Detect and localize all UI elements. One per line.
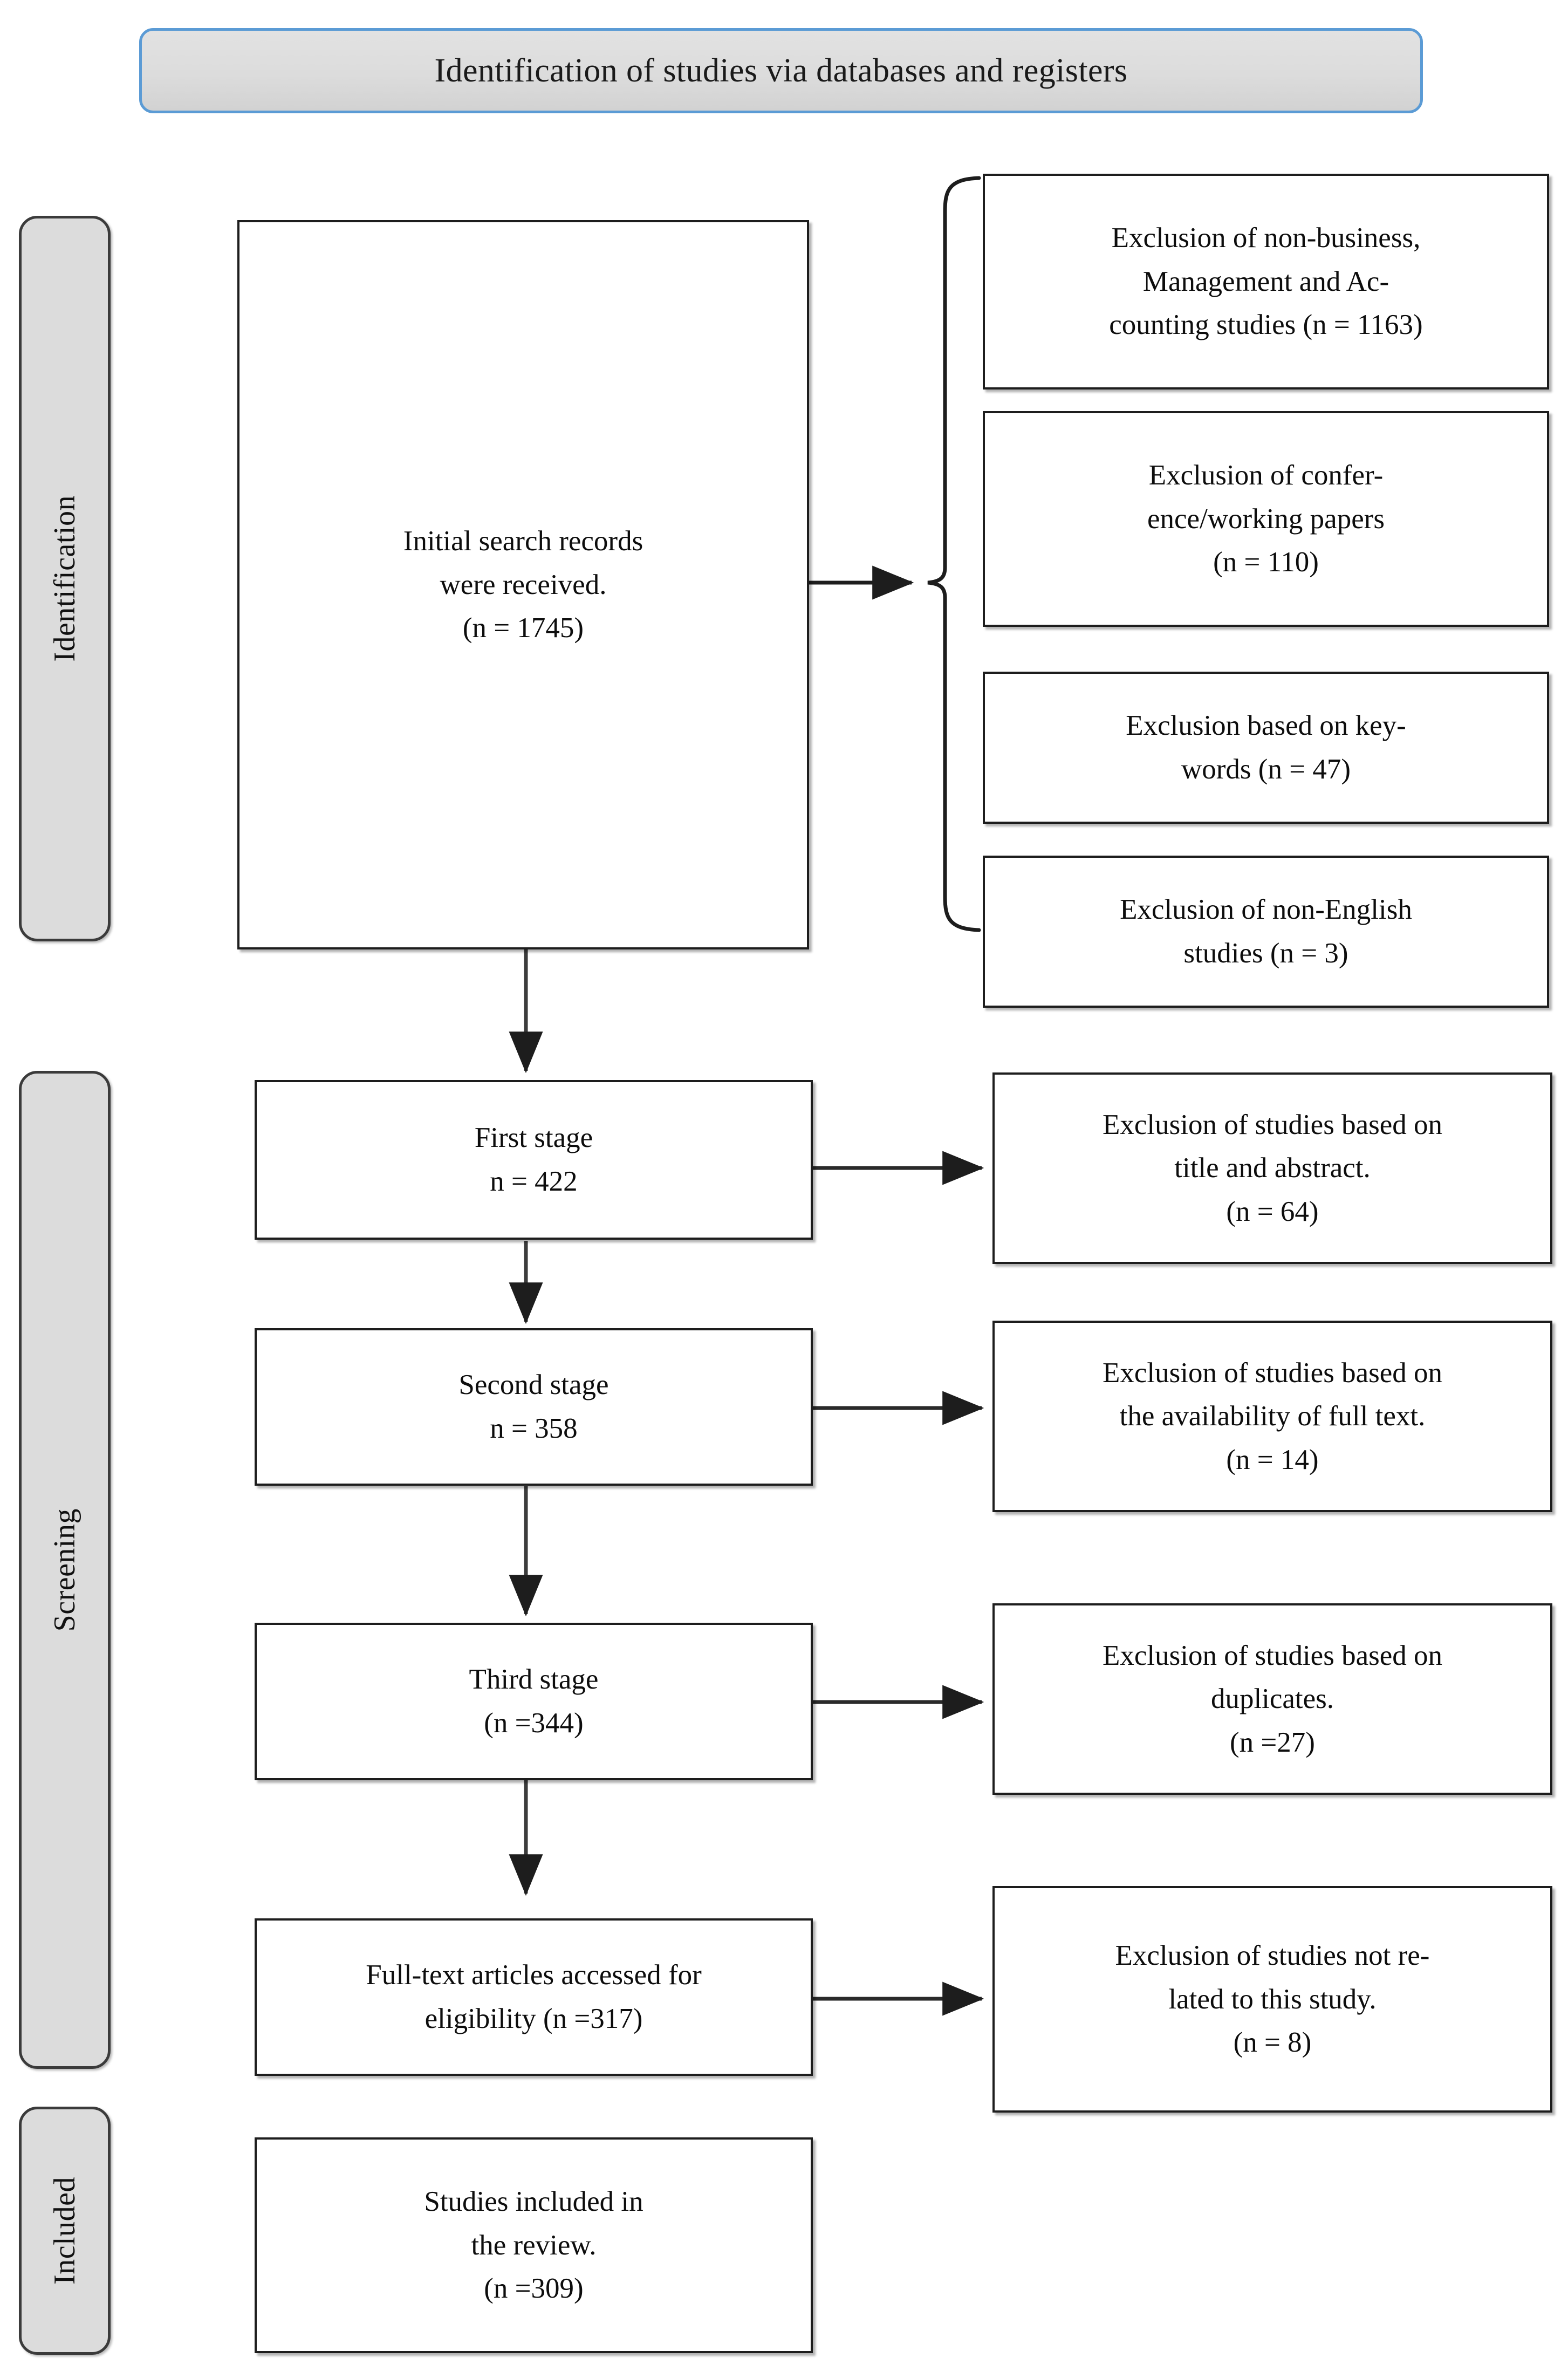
exclusion-line: Exclusion of non-business, xyxy=(1111,222,1421,254)
flow-box-identification: Initial search records were received. (n… xyxy=(237,220,809,949)
exclusion-line: duplicates. xyxy=(1210,1683,1334,1715)
flow-line: Second stage xyxy=(458,1369,609,1401)
exclusion-box-non-business: Exclusion of non-business, Management an… xyxy=(983,174,1549,390)
exclusion-box-full-text-availability: Exclusion of studies based on the availa… xyxy=(992,1321,1552,1512)
flow-line: Studies included in xyxy=(424,2186,643,2218)
exclusion-line: (n = 64) xyxy=(1226,1195,1319,1227)
flow-line: n = 422 xyxy=(490,1166,578,1197)
exclusion-line: Management and Ac- xyxy=(1142,265,1389,297)
exclusion-line: Exclusion of studies not re- xyxy=(1115,1940,1430,1972)
exclusion-box-keywords: Exclusion based on key- words (n = 47) xyxy=(983,672,1549,824)
exclusion-line: Exclusion of studies based on xyxy=(1102,1357,1443,1389)
exclusion-line: (n =27) xyxy=(1230,1726,1315,1758)
exclusion-line: Exclusion of studies based on xyxy=(1102,1109,1443,1140)
phase-pill-identification: Identification xyxy=(19,216,111,941)
diagram-header-banner: Identification of studies via databases … xyxy=(139,28,1423,113)
exclusion-line: Exclusion of studies based on xyxy=(1102,1639,1443,1671)
exclusion-box-title-abstract: Exclusion of studies based on title and … xyxy=(992,1072,1552,1264)
flow-box-eligibility: Full-text articles accessed for eligibil… xyxy=(255,1918,813,2076)
flow-line: the review. xyxy=(471,2229,597,2261)
flow-line: Full-text articles accessed for xyxy=(366,1959,702,1991)
flow-line: were received. xyxy=(440,569,607,600)
exclusion-line: Exclusion of confer- xyxy=(1148,460,1384,491)
exclusion-box-conference-papers: Exclusion of confer- ence/working papers… xyxy=(983,411,1549,627)
flow-box-second-stage: Second stage n = 358 xyxy=(255,1328,813,1486)
flow-line: (n = 1745) xyxy=(462,612,584,644)
phase-pill-included: Included xyxy=(19,2107,111,2355)
exclusion-line: (n = 14) xyxy=(1226,1444,1319,1475)
exclusion-line: the availability of full text. xyxy=(1119,1400,1426,1432)
phase-label-screening: Screening xyxy=(48,1508,81,1632)
exclusion-line: Exclusion based on key- xyxy=(1126,710,1406,742)
flow-line: (n =344) xyxy=(484,1707,584,1739)
exclusion-line: Exclusion of non-English xyxy=(1120,894,1412,926)
flow-line: eligibility (n =317) xyxy=(424,2003,643,2034)
exclusion-line: studies (n = 3) xyxy=(1183,938,1348,969)
exclusion-line: title and abstract. xyxy=(1174,1152,1371,1184)
diagram-header-title: Identification of studies via databases … xyxy=(434,52,1128,89)
phase-label-identification: Identification xyxy=(48,495,81,662)
flow-box-included: Studies included in the review. (n =309) xyxy=(255,2137,813,2353)
exclusion-box-non-english: Exclusion of non-English studies (n = 3) xyxy=(983,856,1549,1008)
exclusion-box-duplicates: Exclusion of studies based on duplicates… xyxy=(992,1603,1552,1795)
exclusion-line: (n = 110) xyxy=(1213,546,1319,578)
phase-pill-screening: Screening xyxy=(19,1071,111,2069)
flow-line: (n =309) xyxy=(484,2273,584,2305)
exclusion-line: lated to this study. xyxy=(1168,1983,1377,2015)
flow-line: Third stage xyxy=(469,1664,599,1696)
phase-label-included: Included xyxy=(48,2177,81,2285)
exclusion-line: ence/working papers xyxy=(1147,503,1385,535)
exclusion-box-not-related: Exclusion of studies not re- lated to th… xyxy=(992,1886,1552,2113)
exclusion-line: counting studies (n = 1163) xyxy=(1109,309,1423,341)
flow-line: First stage xyxy=(474,1122,593,1154)
flow-box-first-stage: First stage n = 422 xyxy=(255,1080,813,1240)
flow-line: n = 358 xyxy=(490,1413,578,1444)
exclusion-line: (n = 8) xyxy=(1233,2027,1312,2059)
flow-box-third-stage: Third stage (n =344) xyxy=(255,1623,813,1780)
flow-line: Initial search records xyxy=(403,525,643,557)
exclusion-line: words (n = 47) xyxy=(1181,754,1351,785)
